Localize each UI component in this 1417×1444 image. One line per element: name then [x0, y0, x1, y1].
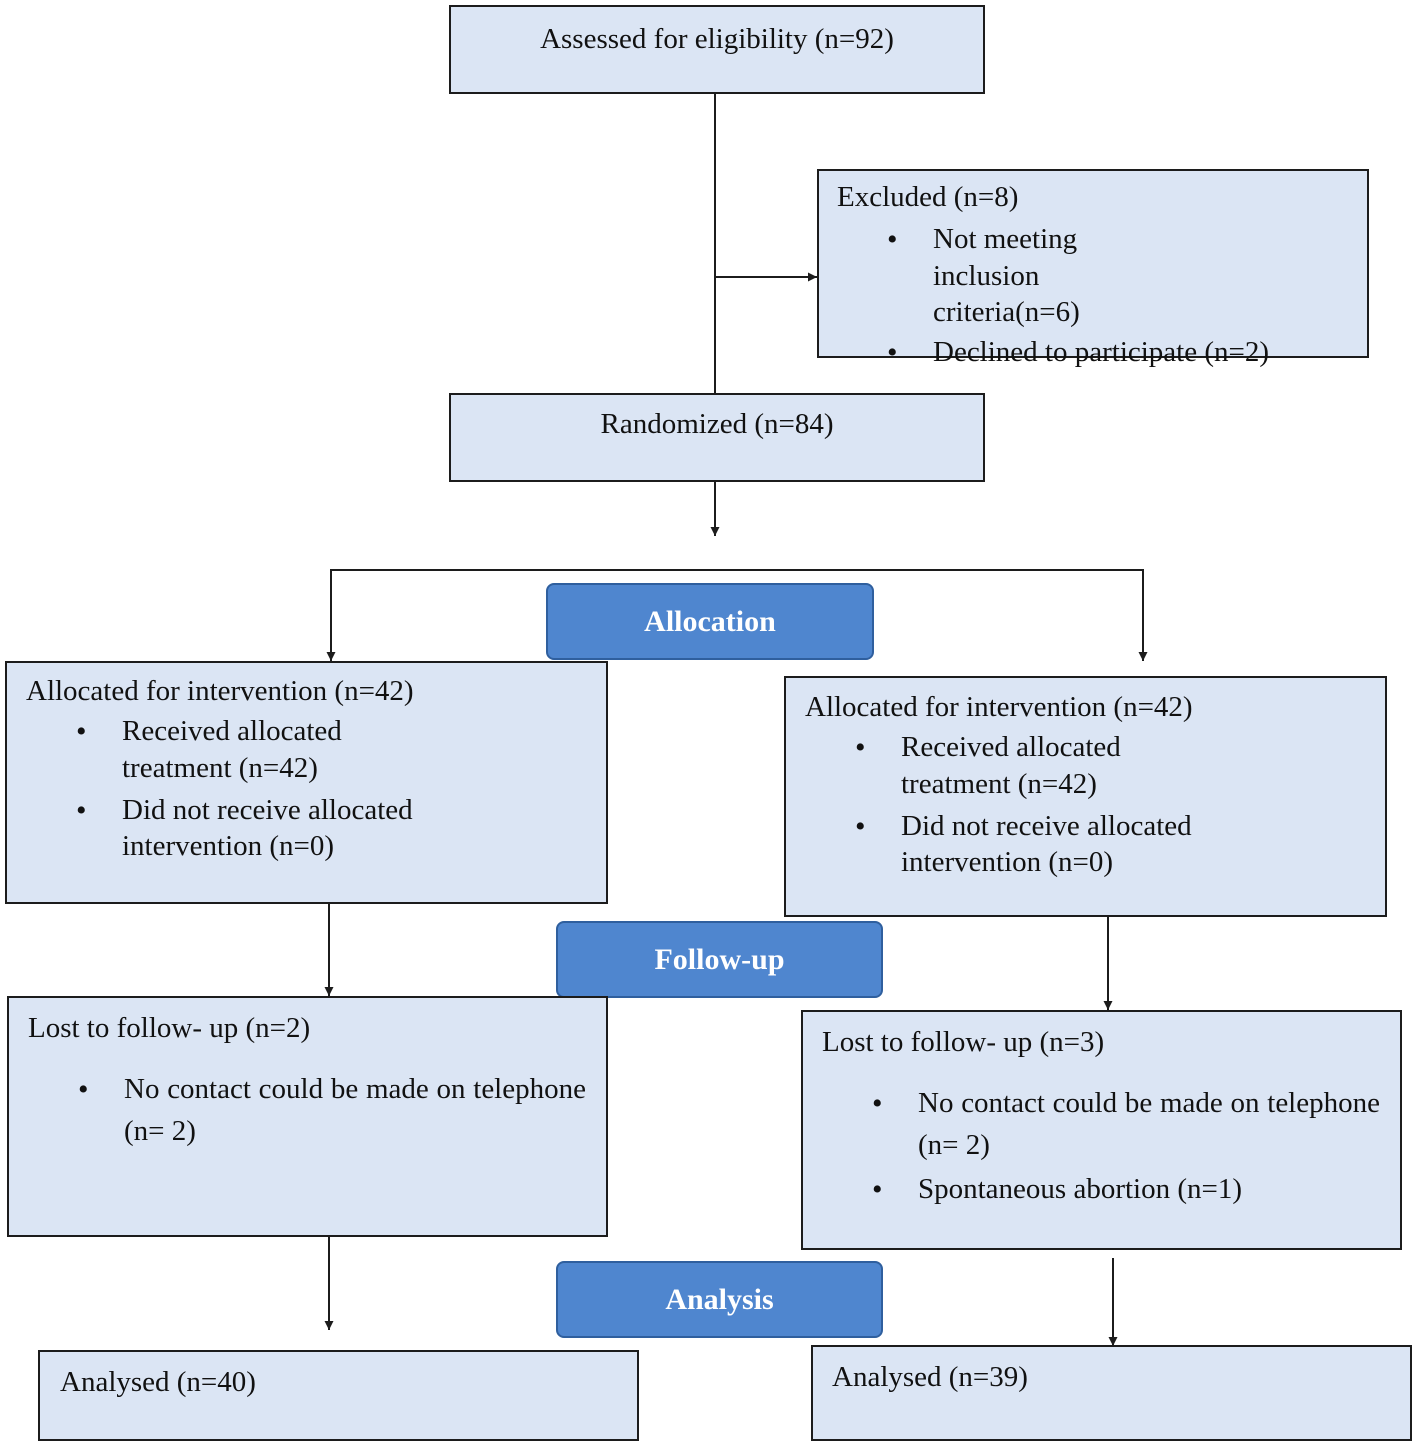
left-followup-title: Lost to follow- up (n=2): [28, 1012, 311, 1044]
excluded-box: Excluded (n=8) Not meeting inclusion cri…: [817, 169, 1369, 372]
left-followup-box: Lost to follow- up (n=2) No contact coul…: [7, 996, 608, 1237]
right-allocation-item: Received allocated treatment (n=42): [805, 729, 1201, 802]
right-analysis-label: Analysed (n=39): [832, 1361, 1028, 1393]
right-followup-box: Lost to follow- up (n=3) No contact coul…: [801, 1010, 1402, 1250]
left-allocation-title: Allocated for intervention (n=42): [26, 675, 414, 707]
left-allocation-box: Allocated for intervention (n=42) Receiv…: [5, 661, 608, 904]
randomized-box: Randomized (n=84): [449, 393, 985, 482]
left-allocation-item: Received allocated treatment (n=42): [26, 713, 422, 786]
right-allocation-box: Allocated for intervention (n=42) Receiv…: [784, 676, 1387, 917]
randomized-label: Randomized (n=84): [600, 408, 834, 440]
stage-allocation-label: Allocation: [644, 604, 776, 638]
stage-followup: Follow-up: [556, 921, 883, 998]
right-followup-title: Lost to follow- up (n=3): [822, 1026, 1105, 1058]
left-analysis-box: Analysed (n=40): [38, 1350, 639, 1441]
line-split: [330, 569, 1144, 660]
right-followup-item: Spontaneous abortion (n=1): [822, 1168, 1380, 1212]
right-analysis-box: Analysed (n=39): [811, 1345, 1412, 1441]
stage-followup-label: Follow-up: [654, 942, 785, 976]
excluded-title: Excluded (n=8): [837, 181, 1019, 213]
stage-allocation: Allocation: [546, 583, 874, 660]
left-followup-item: No contact could be made on telephone (n…: [28, 1068, 586, 1152]
assessed-box: Assessed for eligibility (n=92): [449, 5, 985, 94]
excluded-item: Declined to participate (n=2): [837, 334, 1347, 372]
right-allocation-title: Allocated for intervention (n=42): [805, 691, 1193, 723]
excluded-item: Not meeting inclusion criteria(n=6): [837, 221, 1163, 330]
left-analysis-label: Analysed (n=40): [60, 1366, 256, 1398]
right-followup-item: No contact could be made on telephone (n…: [822, 1082, 1380, 1166]
right-allocation-item: Did not receive allocated intervention (…: [805, 808, 1201, 881]
stage-analysis: Analysis: [556, 1261, 883, 1338]
assessed-label: Assessed for eligibility (n=92): [540, 23, 894, 55]
stage-analysis-label: Analysis: [665, 1282, 774, 1316]
left-allocation-item: Did not receive allocated intervention (…: [26, 792, 422, 865]
